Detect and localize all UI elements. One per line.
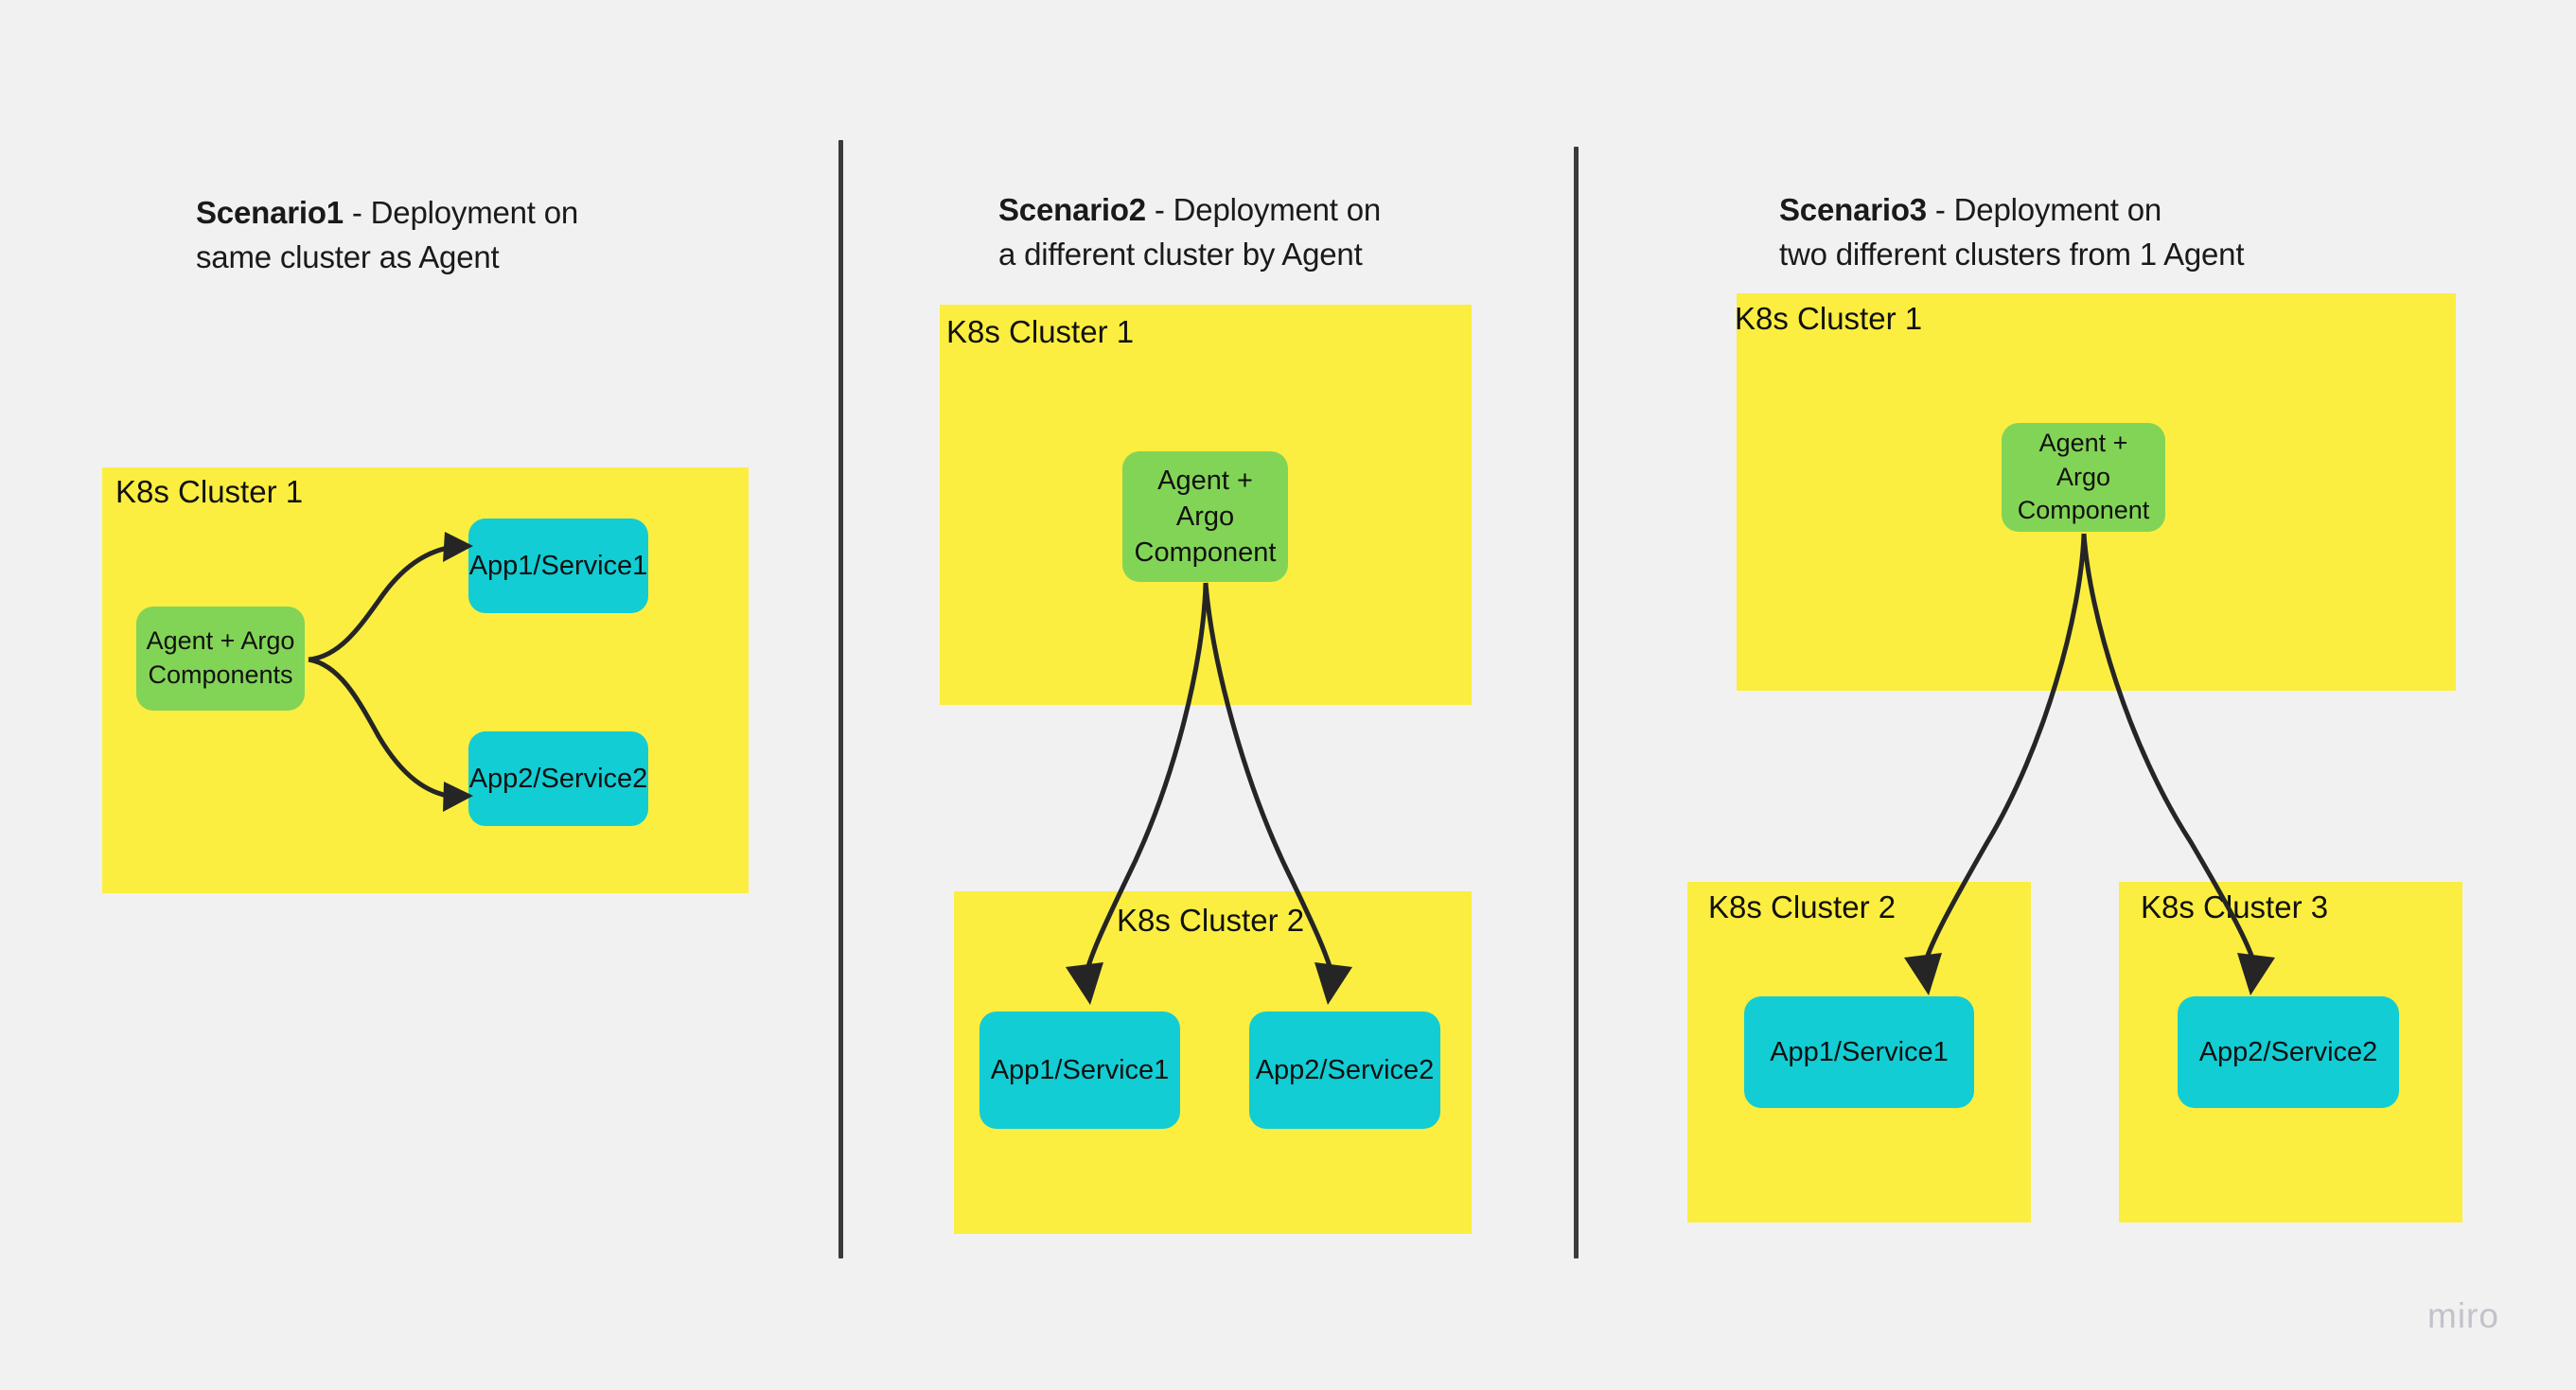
divider-scenario-2-3 [1574, 147, 1579, 1258]
scenario-1-title-rest: - Deployment on same cluster as Agent [196, 194, 579, 274]
node-s3-app2[interactable]: App2/Service2 [2178, 996, 2399, 1108]
scenario-1-title: Scenario1 - Deployment on same cluster a… [196, 147, 697, 280]
node-s3-app1[interactable]: App1/Service1 [1744, 996, 1974, 1108]
node-s2-agent[interactable]: Agent + Argo Component [1122, 451, 1288, 582]
scenario-1-title-bold: Scenario1 [196, 194, 344, 230]
node-s2-app2[interactable]: App2/Service2 [1249, 1012, 1440, 1129]
scenario-3-title: Scenario3 - Deployment on two different … [1779, 144, 2385, 277]
node-s1-app2[interactable]: App2/Service2 [468, 731, 648, 826]
scenario-2-title: Scenario2 - Deployment on a different cl… [998, 144, 1491, 277]
node-s1-agent[interactable]: Agent + Argo Components [136, 607, 305, 711]
cluster-label-s2-cluster-2: K8s Cluster 2 [1117, 903, 1305, 938]
scenario-2-title-rest: - Deployment on a different cluster by A… [998, 191, 1382, 272]
node-s1-app1[interactable]: App1/Service1 [468, 519, 648, 613]
scenario-2-title-bold: Scenario2 [998, 191, 1146, 227]
cluster-label-s3-cluster-3: K8s Cluster 3 [2141, 889, 2329, 924]
cluster-label-s3-cluster-2: K8s Cluster 2 [1708, 889, 1897, 924]
node-s2-app1[interactable]: App1/Service1 [979, 1012, 1180, 1129]
scenario-3-title-bold: Scenario3 [1779, 191, 1927, 227]
cluster-label-s1-cluster-1: K8s Cluster 1 [115, 474, 304, 509]
cluster-label-s3-cluster-1: K8s Cluster 1 [1735, 301, 1923, 336]
node-s3-agent[interactable]: Agent + Argo Component [2002, 423, 2165, 532]
cluster-label-s2-cluster-1: K8s Cluster 1 [946, 314, 1135, 349]
divider-scenario-1-2 [838, 140, 843, 1258]
scenario-3-title-rest: - Deployment on two different clusters f… [1779, 191, 2245, 272]
miro-watermark: miro [2427, 1296, 2499, 1335]
